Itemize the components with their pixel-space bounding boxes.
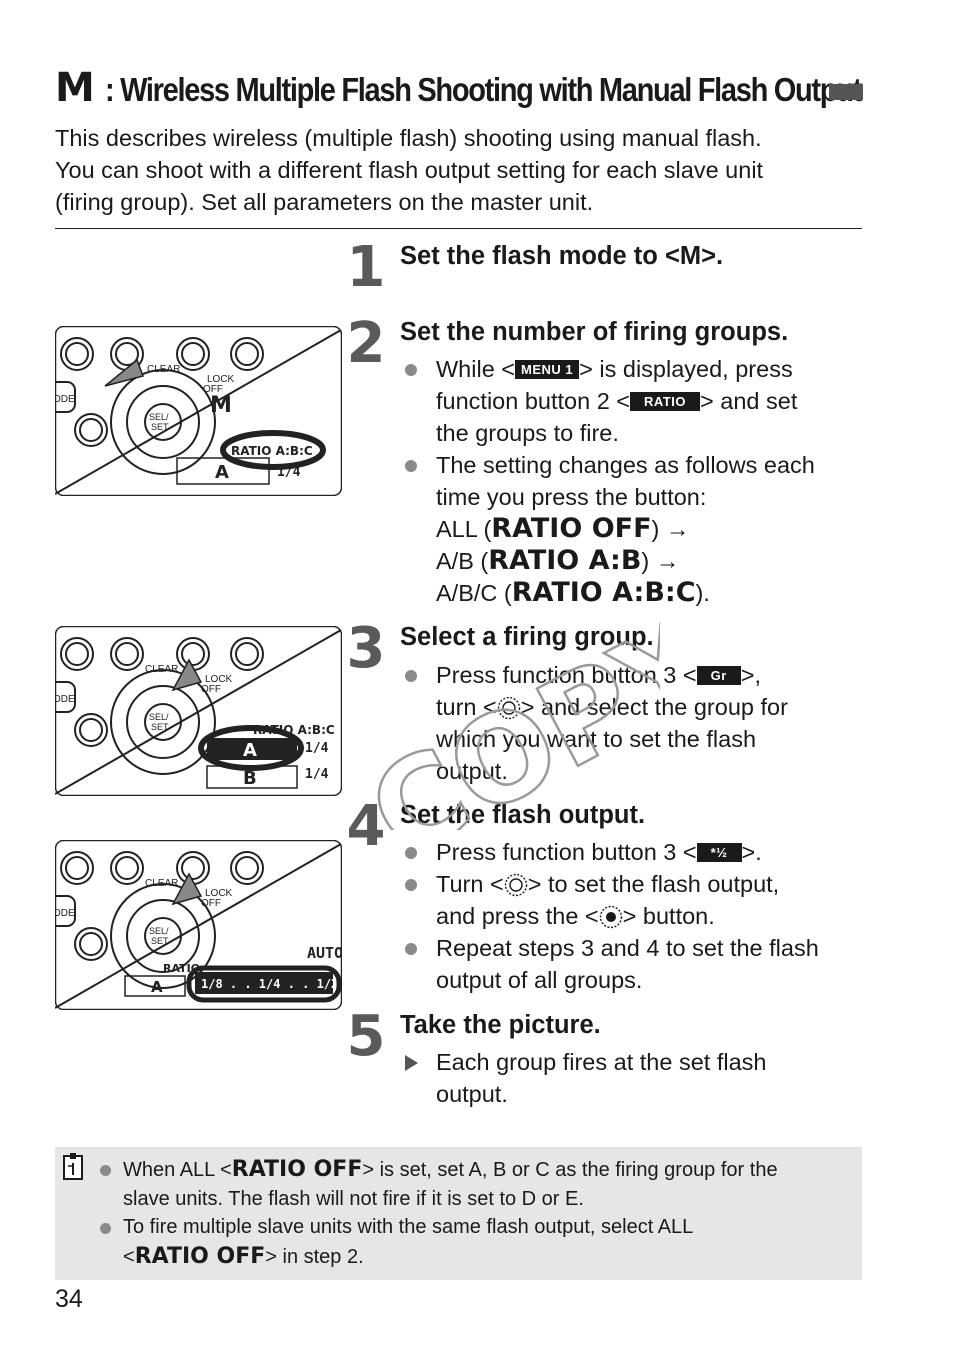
lcd-output-scale: 1/8 . . 1/4 . . 1/2 bbox=[201, 977, 338, 991]
bullet-dot bbox=[405, 460, 417, 472]
gr-badge: Gr bbox=[696, 666, 741, 685]
step-1-heading: Set the flash mode to <M>. bbox=[400, 242, 724, 270]
mode-label: ODE bbox=[55, 908, 75, 919]
bullet-dot bbox=[405, 879, 417, 891]
step-5-heading: Take the picture. bbox=[400, 1011, 601, 1039]
lcd-ratio-ab: RATIO A:B bbox=[488, 545, 642, 576]
lcd-group-a-selected: A bbox=[243, 740, 257, 761]
lcd-group-a: A bbox=[151, 978, 163, 996]
illustration-select-group: CLEAR LOCK OFF ODE SEL/ SET RATIO A:B:C … bbox=[55, 626, 342, 796]
step-number-3: 3 bbox=[346, 616, 386, 681]
note-box: When ALL <RATIO OFF> is set, set A, B or… bbox=[55, 1147, 862, 1280]
lcd-group-b: B bbox=[243, 768, 257, 789]
lcd-ratio-off: RATIO OFF bbox=[231, 1157, 363, 1182]
step-4-bullet-2: Turn <> to set the flash output, and pre… bbox=[405, 868, 865, 932]
step-4-bullet-3: Repeat steps 3 and 4 to set the flash ou… bbox=[405, 932, 865, 996]
lcd-ratio-label: RATIO A:B:C bbox=[253, 723, 335, 737]
set-button-icon bbox=[599, 905, 622, 929]
step-3-bullet-1: Press function button 3 <Gr>, turn <> an… bbox=[405, 659, 865, 787]
lcd-mode-letter: M bbox=[210, 393, 232, 418]
note-item-2: To fire multiple slave units with the sa… bbox=[100, 1213, 850, 1272]
step-2-bullet-1: While <MENU 1> is displayed, press funct… bbox=[405, 353, 865, 449]
intro-paragraph: This describes wireless (multiple flash)… bbox=[55, 122, 855, 218]
step-2-heading: Set the number of firing groups. bbox=[400, 318, 789, 346]
page-number: 34 bbox=[55, 1285, 83, 1313]
off-label: OFF bbox=[201, 684, 221, 695]
lcd-value-quarter-b: 1/4 bbox=[305, 767, 329, 782]
set-label: SET bbox=[151, 722, 169, 732]
clear-label: CLEAR bbox=[145, 664, 178, 675]
manual-mode-icon: M bbox=[55, 65, 95, 111]
step-number-5: 5 bbox=[346, 1004, 386, 1069]
memo-icon bbox=[63, 1153, 83, 1180]
mode-label: ODE bbox=[55, 694, 75, 705]
note-item-1: When ALL <RATIO OFF> is set, set A, B or… bbox=[100, 1155, 850, 1214]
page-title-text: : Wireless Multiple Flash Shooting with … bbox=[105, 71, 862, 108]
clear-label: CLEAR bbox=[147, 364, 180, 375]
lock-label: LOCK bbox=[207, 374, 235, 385]
bullet-dot bbox=[405, 847, 417, 859]
title-bar-marker bbox=[829, 84, 863, 100]
step-2-bullet-2: The setting changes as follows each time… bbox=[405, 449, 865, 609]
bullet-dot bbox=[405, 670, 417, 682]
step-4-heading: Set the flash output. bbox=[400, 801, 646, 829]
step-3-heading: Select a firing group. bbox=[400, 623, 654, 651]
step-4-bullet-1: Press function button 3 <*½>. bbox=[405, 836, 865, 868]
intro-line-2: You can shoot with a different flash out… bbox=[55, 157, 764, 183]
bullet-dot bbox=[100, 1223, 111, 1234]
page-title: M : Wireless Multiple Flash Shooting wit… bbox=[55, 66, 863, 112]
step-number-2: 2 bbox=[346, 311, 386, 376]
select-dial-icon bbox=[504, 873, 527, 897]
step-number-4: 4 bbox=[346, 794, 386, 859]
result-arrow-icon bbox=[405, 1055, 418, 1071]
mode-label: ODE bbox=[55, 394, 75, 405]
lcd-auto: AUTO bbox=[307, 944, 342, 962]
select-dial-icon bbox=[497, 696, 520, 720]
sel-label: SEL/ bbox=[149, 412, 169, 422]
illustration-flash-output: CLEAR LOCK OFF ODE SEL/ SET AUTO RATIO A… bbox=[55, 840, 342, 1010]
off-label: OFF bbox=[201, 898, 221, 909]
lcd-ratio-off: RATIO OFF bbox=[491, 513, 652, 544]
intro-line-3: (firing group). Set all parameters on th… bbox=[55, 189, 594, 215]
step-5-result: Each group fires at the set flash output… bbox=[405, 1046, 865, 1110]
menu-1-badge: MENU 1 bbox=[515, 360, 580, 379]
clear-label: CLEAR bbox=[145, 878, 178, 889]
set-label: SET bbox=[151, 422, 169, 432]
lcd-ratio-off: RATIO OFF bbox=[134, 1244, 266, 1269]
ratio-badge: RATIO bbox=[630, 392, 701, 411]
lcd-group-a: A bbox=[215, 462, 229, 483]
sel-label: SEL/ bbox=[149, 712, 169, 722]
lock-label: LOCK bbox=[205, 674, 233, 685]
watermark-text: COPY bbox=[349, 620, 660, 830]
bullet-dot bbox=[405, 943, 417, 955]
copy-watermark: COPY bbox=[348, 620, 660, 830]
flash-comp-badge: *½ bbox=[696, 843, 742, 862]
step-number-1: 1 bbox=[346, 235, 386, 300]
set-label: SET bbox=[151, 936, 169, 946]
intro-line-1: This describes wireless (multiple flash)… bbox=[55, 125, 762, 151]
lock-label: LOCK bbox=[205, 888, 233, 899]
off-label: OFF bbox=[203, 384, 223, 395]
bullet-dot bbox=[100, 1165, 111, 1176]
lcd-ratio-abc-label: RATIO A:B:C bbox=[231, 444, 313, 458]
bullet-dot bbox=[405, 364, 417, 376]
section-divider bbox=[55, 228, 862, 229]
illustration-ratio-button: CLEAR LOCK OFF ODE SEL/ SET M A 1/4 RATI… bbox=[55, 326, 342, 496]
lcd-ratio-abc: RATIO A:B:C bbox=[511, 577, 696, 608]
sel-label: SEL/ bbox=[149, 926, 169, 936]
lcd-value-quarter: 1/4 bbox=[305, 741, 329, 756]
